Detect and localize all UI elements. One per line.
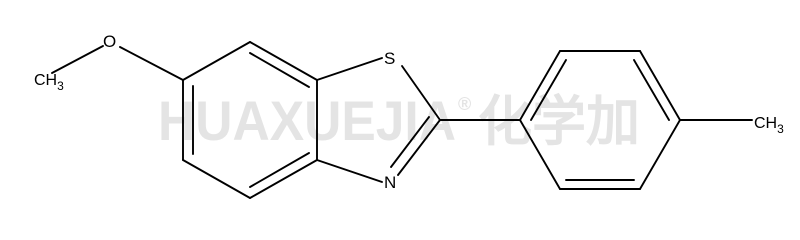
atom-labels: O S N CH3 CH3 [34, 32, 784, 192]
oxygen-label: O [103, 32, 116, 51]
bond-ar4-ar5 [639, 119, 681, 190]
sulfur-label: S [384, 49, 395, 68]
methyl-left-subscript: 3 [57, 79, 64, 93]
bond-c5-c4 [182, 159, 251, 199]
methyl-left-label: CH3 [34, 72, 64, 93]
bond-n-c3a [316, 159, 383, 183]
watermark: HUAXUEJIA ® 化学加 [158, 89, 640, 152]
bond-c7-c6 [182, 41, 251, 81]
methyl-right-subscript: 3 [777, 122, 784, 136]
methyl-right-label: CH3 [754, 115, 784, 136]
watermark-latin: HUAXUEJIA [158, 89, 456, 152]
nitrogen-label: N [384, 173, 396, 192]
watermark-registered: ® [458, 94, 471, 114]
bond-c7a-s [316, 57, 383, 81]
bond-ar6-ar1 [519, 119, 561, 190]
bond-c2-n-inner [390, 116, 430, 168]
bond-ar1-ar2-inner [530, 59, 567, 121]
bond-ch3-o [51, 45, 104, 74]
bond-c4-c3a-inner [249, 152, 310, 188]
bond-ar3-ar4-inner [633, 59, 670, 121]
bond-c7a-c7-inner [249, 52, 310, 88]
methyl-right-main: CH [754, 115, 777, 132]
bond-c7a-c7 [249, 41, 318, 81]
watermark-cjk: 化学加 [478, 92, 640, 152]
bond-s-c2 [401, 65, 441, 121]
bond-ar1-ar2 [519, 50, 561, 121]
bond-ar3-ar4 [639, 50, 681, 121]
bond-c2-n [397, 119, 441, 176]
bond-o-c6 [119, 46, 184, 81]
bonds [51, 41, 753, 199]
bond-c4-c3a [249, 159, 318, 199]
methyl-left-main: CH [34, 72, 57, 89]
